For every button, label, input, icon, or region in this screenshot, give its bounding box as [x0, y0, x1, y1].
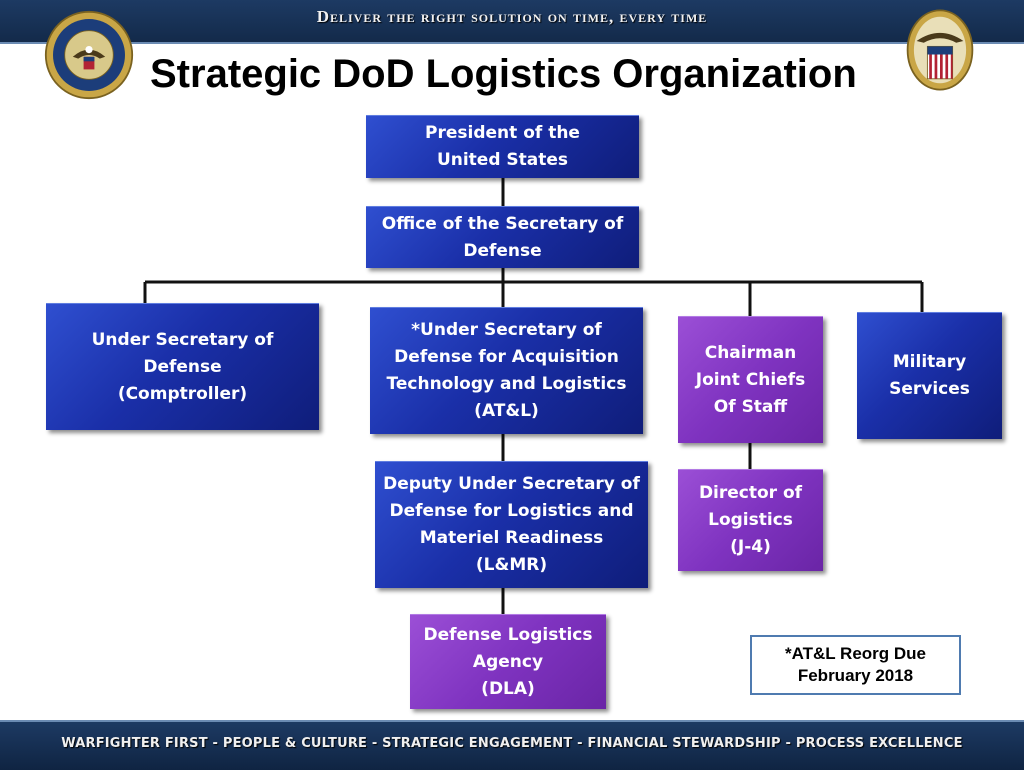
node-president-label: President of the United States [425, 123, 580, 170]
node-military-services-label: Military Services [889, 352, 970, 399]
footer-banner: WARFIGHTER FIRST - PEOPLE & CULTURE - ST… [0, 720, 1024, 770]
node-president: President of the United States [366, 115, 639, 178]
node-usd-comptroller: Under Secretary of Defense (Comptroller) [46, 303, 319, 430]
node-usd-comptroller-label: Under Secretary of Defense (Comptroller) [91, 329, 274, 404]
node-osd: Office of the Secretary of Defense [366, 206, 639, 268]
footer-tagline: WARFIGHTER FIRST - PEOPLE & CULTURE - ST… [61, 736, 963, 751]
node-dusd-lmr-label: Deputy Under Secretary of Defense for Lo… [383, 474, 640, 575]
page-title: Strategic DoD Logistics Organization [150, 52, 857, 96]
node-military-services: Military Services [857, 312, 1002, 439]
node-usd-atl: *Under Secretary of Defense for Acquisit… [370, 307, 643, 434]
node-cjcs-label: Chairman Joint Chiefs Of Staff [695, 342, 806, 417]
header-banner: Deliver the right solution on time, ever… [0, 0, 1024, 44]
dla-emblem-icon [906, 9, 974, 91]
node-dla: Defense Logistics Agency (DLA) [410, 614, 606, 709]
node-dla-label: Defense Logistics Agency (DLA) [423, 624, 593, 699]
node-usd-atl-label: *Under Secretary of Defense for Acquisit… [386, 320, 627, 421]
reorg-note: *AT&L Reorg Due February 2018 [750, 635, 961, 695]
reorg-note-text: *AT&L Reorg Due February 2018 [784, 644, 927, 685]
node-j4-label: Director of Logistics (J-4) [698, 483, 803, 557]
dod-seal-icon [44, 10, 134, 100]
header-tagline: Deliver the right solution on time, ever… [316, 7, 708, 26]
node-cjcs: Chairman Joint Chiefs Of Staff [678, 316, 823, 443]
node-j4: Director of Logistics (J-4) [678, 469, 823, 571]
node-dusd-lmr: Deputy Under Secretary of Defense for Lo… [375, 461, 648, 588]
node-osd-label: Office of the Secretary of Defense [381, 213, 624, 261]
